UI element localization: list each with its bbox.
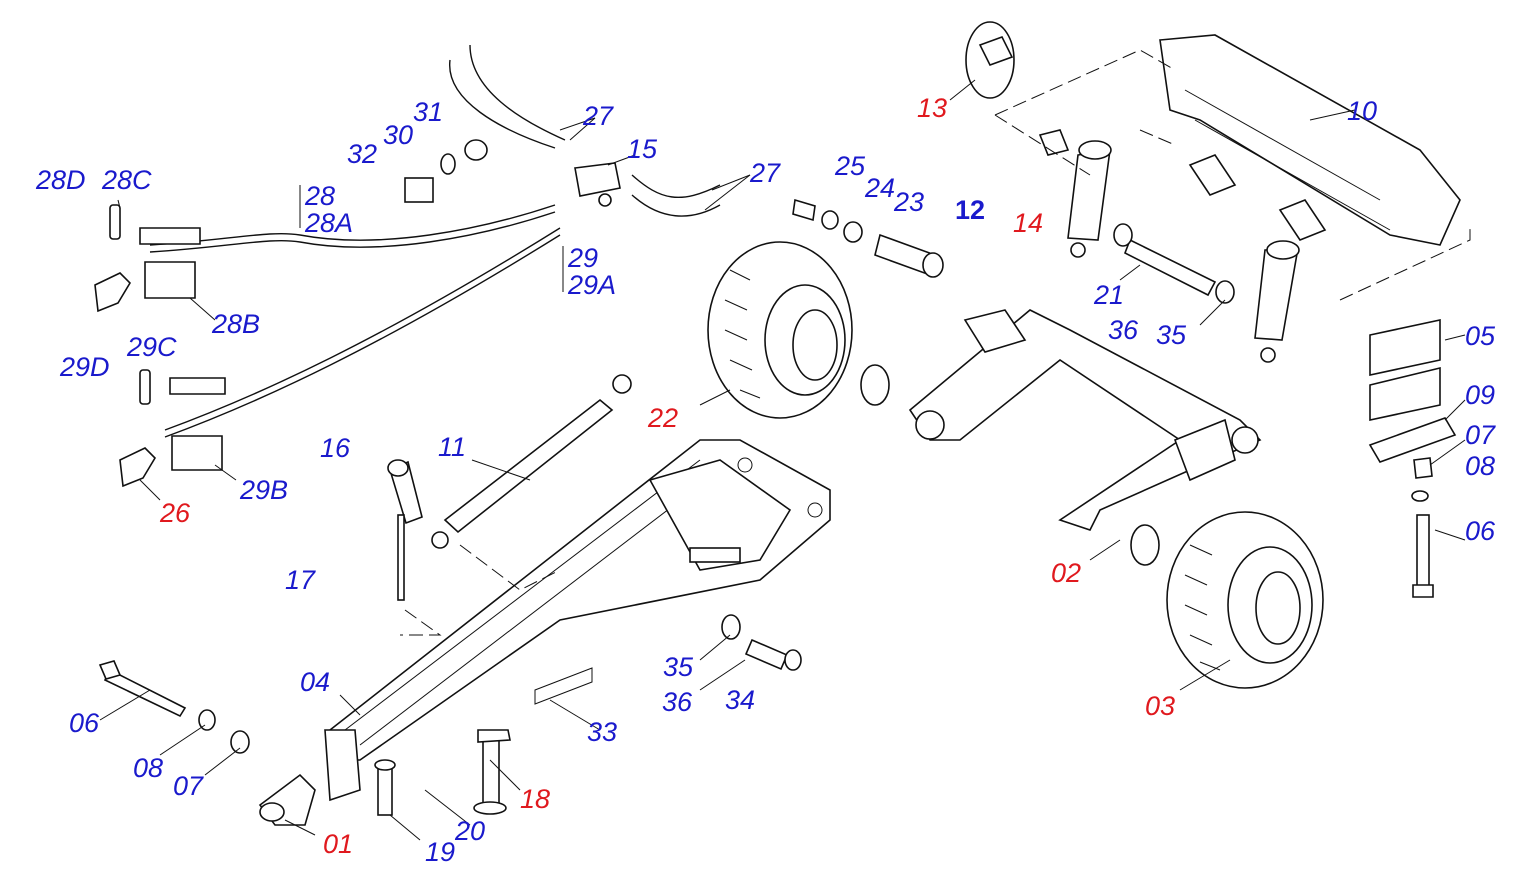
callout-33: 33 [587,717,617,747]
callout-31: 31 [413,97,443,127]
quick-couplers [94,204,226,488]
callout-18: 18 [520,784,550,814]
pivot-pin-12 [792,198,944,278]
hydraulic-cylinder-11 [431,374,632,549]
decal-33 [534,667,593,705]
callout-08-right: 08 [1465,451,1495,481]
main-drawbar [324,439,831,802]
callout-19: 19 [425,837,455,867]
pin-set-34 [721,614,802,671]
callout-28A: 28A [304,208,353,238]
wheel-hubs [860,364,1160,566]
callout-32: 32 [347,139,377,169]
axle-pin-21 [1113,223,1235,304]
hitch-pin-19 [374,759,396,816]
callout-29D: 29D [59,352,110,382]
callout-07-right: 07 [1465,420,1496,450]
callout-28C: 28C [101,165,152,195]
t-connector-and-fittings [404,139,621,207]
callout-labels: 28D 28C 28 28A 28B 29 29A 29C 29D 29B 26… [35,93,1496,867]
callout-22: 22 [647,403,678,433]
wheel-axle-beam [908,309,1262,531]
swivel-clevis-01 [258,773,316,826]
callout-12: 12 [955,195,985,225]
wheel-22 [707,241,853,419]
callout-21: 21 [1093,280,1124,310]
callout-10: 10 [1347,96,1377,126]
callout-04: 04 [300,667,330,697]
callout-02: 02 [1051,558,1081,588]
wheel-03 [1166,511,1324,689]
callout-05: 05 [1465,321,1496,351]
callout-03: 03 [1145,691,1175,721]
callout-27-top: 27 [582,101,614,131]
callout-28D: 28D [35,165,86,195]
lock-pin-16 [387,459,423,601]
callout-15: 15 [627,134,658,164]
callout-27-right: 27 [749,158,781,188]
callout-26: 26 [159,498,191,528]
hydraulic-cylinder-14 [1067,140,1300,363]
hydraulic-hoses [149,44,721,438]
callout-28B: 28B [211,309,260,339]
parking-jack-18 [473,729,511,815]
assembly-reference-lines [400,49,1471,636]
leader-lines [99,79,1466,841]
callout-07-lower: 07 [173,771,204,801]
callout-29C: 29C [126,332,177,362]
callout-36-right: 36 [1108,315,1139,345]
callout-13: 13 [917,93,947,123]
callout-36-lower: 36 [662,687,693,717]
callout-29B: 29B [239,475,288,505]
callout-25: 25 [834,151,866,181]
callout-08-lower: 08 [133,753,163,783]
callout-20: 20 [454,816,485,846]
bracket-13 [965,21,1070,156]
callout-34: 34 [725,685,755,715]
callout-28: 28 [304,181,335,211]
callout-23: 23 [893,187,924,217]
callout-29A: 29A [567,270,616,300]
callout-01: 01 [323,829,353,859]
rear-frame-10 [1159,34,1461,246]
right-side-hardware [1368,319,1457,598]
callout-06-lower: 06 [69,708,100,738]
callout-17: 17 [285,565,316,595]
callout-35-right: 35 [1156,320,1187,350]
callout-09: 09 [1465,380,1495,410]
callout-16: 16 [320,433,351,463]
callout-35-lower: 35 [663,652,694,682]
callout-29: 29 [567,243,598,273]
callout-06-right: 06 [1465,516,1496,546]
callout-14: 14 [1013,208,1043,238]
callout-30: 30 [383,120,413,150]
callout-11: 11 [438,432,466,462]
callout-24: 24 [864,173,895,203]
